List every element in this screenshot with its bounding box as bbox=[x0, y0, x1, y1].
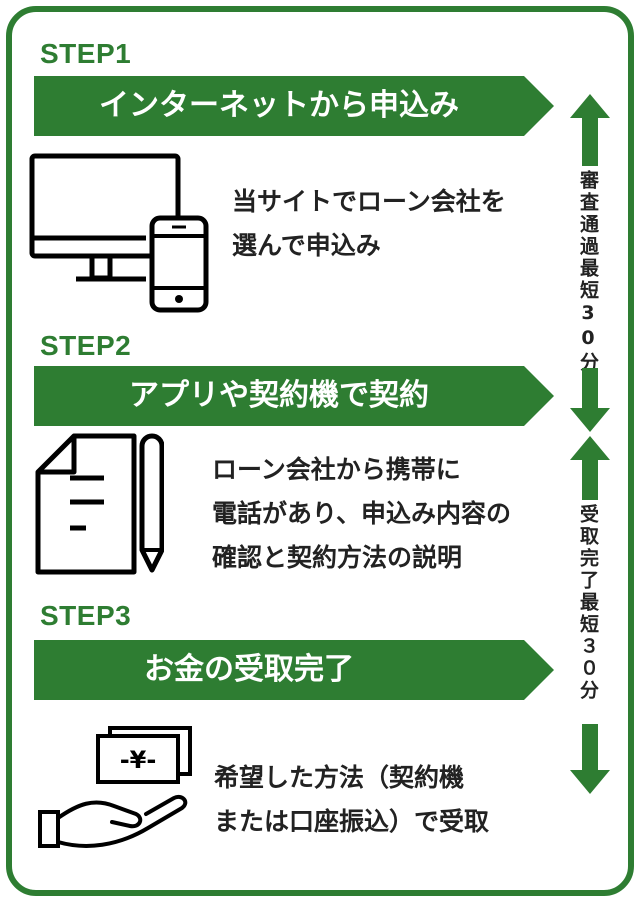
step1-banner: インターネットから申込み bbox=[34, 76, 554, 136]
step3-label: STEP3 bbox=[40, 600, 132, 631]
arrow-up-icon bbox=[570, 436, 610, 500]
arrow-up-icon bbox=[570, 94, 610, 166]
step2-title: アプリや契約機で契約 bbox=[129, 378, 429, 413]
step3-banner: お金の受取完了 bbox=[34, 640, 554, 700]
step2-banner: アプリや契約機で契約 bbox=[34, 366, 554, 426]
step3-desc-line: または口座振込）で受取 bbox=[214, 807, 490, 836]
arrow-down-icon bbox=[570, 724, 610, 794]
step1-label: STEP1 bbox=[40, 38, 132, 69]
step3-title: お金の受取完了 bbox=[144, 652, 354, 687]
step1-desc-line: 当サイトでローン会社を bbox=[232, 187, 506, 216]
step2-description: ローン会社から携帯に 電話があり、申込み内容の 確認と契約方法の説明 bbox=[212, 448, 511, 580]
step1-desc-line: 選んで申込み bbox=[232, 231, 381, 260]
step2-desc-line: 電話があり、申込み内容の bbox=[212, 499, 512, 528]
step1-title: インターネットから申込み bbox=[99, 88, 459, 123]
step2-label: STEP2 bbox=[40, 330, 132, 361]
hand-money-icon: -¥- bbox=[38, 726, 192, 848]
receive-time-note: 受取完了最短３０分 bbox=[577, 504, 599, 702]
step2-desc-line: ローン会社から携帯に bbox=[212, 455, 461, 484]
document-pen-icon bbox=[35, 433, 164, 575]
step3-desc-line: 希望した方法（契約機 bbox=[214, 763, 465, 792]
step2-desc-line: 確認と契約方法の説明 bbox=[212, 543, 463, 572]
step3-description: 希望した方法（契約機 または口座振込）で受取 bbox=[214, 756, 489, 844]
step1-description: 当サイトでローン会社を 選んで申込み bbox=[232, 180, 506, 268]
arrow-down-icon bbox=[570, 368, 610, 432]
svg-text:-¥-: -¥- bbox=[120, 746, 157, 774]
monitor-smartphone-icon bbox=[29, 153, 209, 313]
review-time-note: 審査通過最短30分 bbox=[577, 170, 599, 374]
